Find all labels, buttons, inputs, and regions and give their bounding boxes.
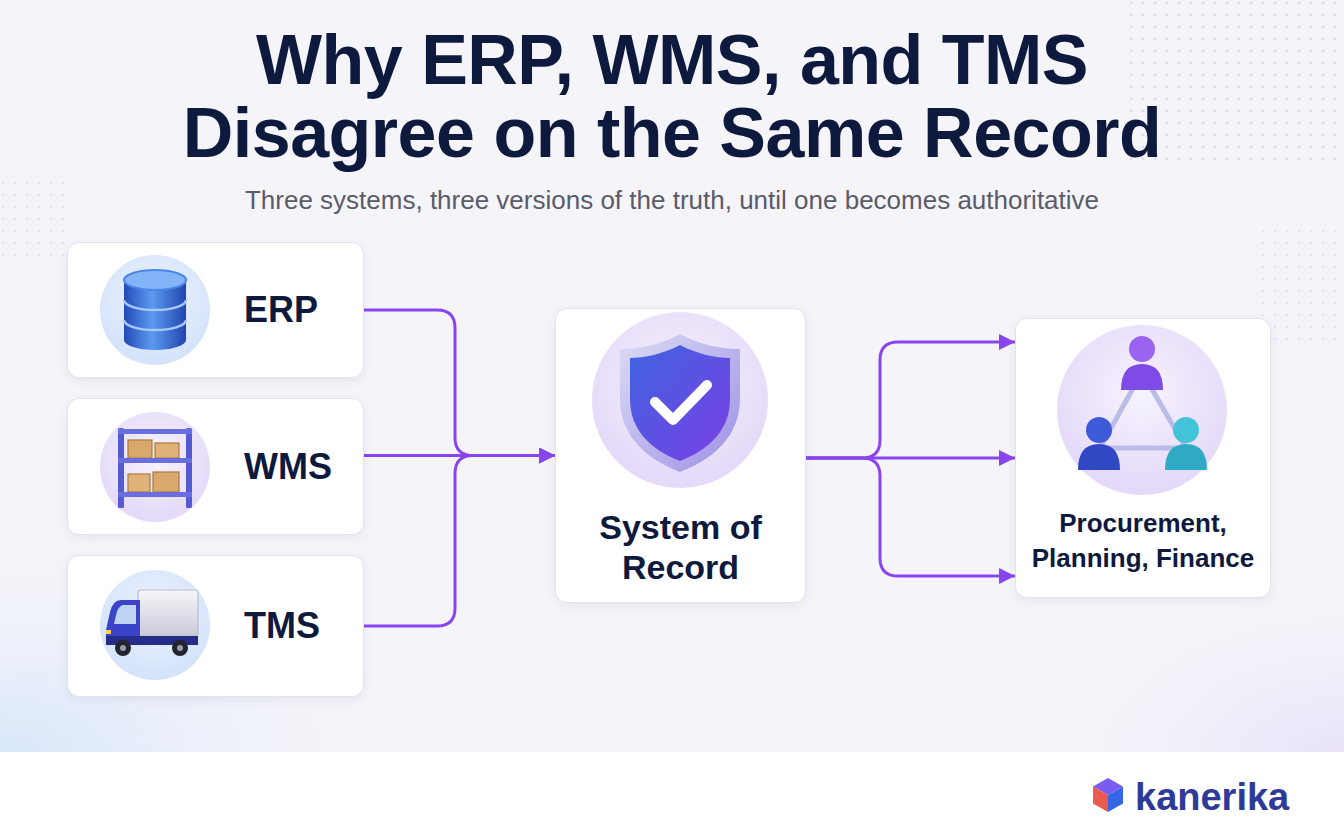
network-link (1100, 372, 1186, 448)
parcel (128, 440, 152, 458)
hub (177, 645, 183, 651)
system-of-record-box: System of Record (555, 308, 806, 603)
parcel (128, 474, 150, 492)
brand-logo-text: kanerika (1135, 775, 1289, 819)
logo-face (1108, 787, 1123, 813)
shield-face (630, 345, 730, 461)
shelf-board (118, 429, 192, 434)
team-icon (1057, 325, 1227, 495)
truck-icon (100, 570, 210, 680)
person-body (1078, 444, 1120, 470)
node-label: TMS (244, 605, 320, 647)
shelf-board (118, 492, 192, 497)
chassis (106, 636, 198, 645)
connector-line (806, 458, 1015, 576)
logo-face (1093, 787, 1108, 813)
cylinder-top (124, 270, 186, 290)
person-head (1173, 417, 1199, 443)
flow-arrow (806, 342, 1015, 576)
tms-system-box: TMS (67, 555, 364, 697)
flow-arrow (364, 310, 555, 456)
flow-arrow (364, 455, 555, 456)
node-label: WMS (244, 446, 332, 488)
dot-pattern (1260, 230, 1344, 350)
diagram-subtitle: Three systems, three versions of the tru… (0, 184, 1344, 216)
check-mark (655, 385, 707, 420)
cab-window (114, 605, 136, 624)
parcel (155, 443, 179, 458)
erp-system-box: ERP (67, 242, 364, 378)
wheel (172, 640, 188, 656)
parcel (153, 472, 179, 492)
dot-pattern (0, 180, 70, 260)
logo-face (1093, 778, 1123, 795)
icon-halo (1057, 325, 1227, 495)
shelf-board (118, 458, 192, 463)
flow-arrow (364, 456, 555, 627)
footer-band (0, 752, 1344, 830)
connector-line (806, 342, 1015, 458)
connector-line (364, 310, 555, 456)
shield-rim (620, 334, 740, 472)
cylinder-ring (124, 320, 186, 330)
wms-system-box: WMS (67, 398, 364, 535)
shelf-icon (100, 412, 210, 522)
consumer-teams-box: Procurement, Planning, Finance (1015, 318, 1271, 598)
cargo-box (138, 590, 198, 636)
connector-line (364, 454, 555, 457)
shelf-post (118, 428, 124, 508)
cylinder-ring (124, 300, 186, 310)
connector-line (364, 456, 555, 627)
hub (120, 645, 126, 651)
icon-halo (100, 570, 210, 680)
icon-halo (100, 255, 210, 365)
person-head (1086, 417, 1112, 443)
diagram-title: Why ERP, WMS, and TMS Disagree on the Sa… (122, 24, 1222, 170)
headlight (106, 630, 111, 634)
person-head (1129, 336, 1155, 362)
shield-icon (592, 312, 768, 488)
database-icon (100, 255, 210, 365)
cylinder-body (124, 280, 186, 340)
dot-pattern (1130, 0, 1344, 170)
connector-line (806, 457, 1015, 460)
icon-halo (100, 412, 210, 522)
glow (0, 520, 420, 760)
truck-cab (106, 600, 140, 645)
person-body (1121, 364, 1163, 390)
node-label: Procurement, Planning, Finance (1016, 506, 1270, 576)
node-label: ERP (244, 289, 318, 331)
cylinder-base (124, 330, 186, 350)
shelf-post (186, 428, 192, 508)
logo-mark (1093, 778, 1123, 812)
person-body (1165, 444, 1207, 470)
wheel (115, 640, 131, 656)
node-label: System of Record (566, 507, 795, 587)
icon-halo (592, 312, 768, 488)
